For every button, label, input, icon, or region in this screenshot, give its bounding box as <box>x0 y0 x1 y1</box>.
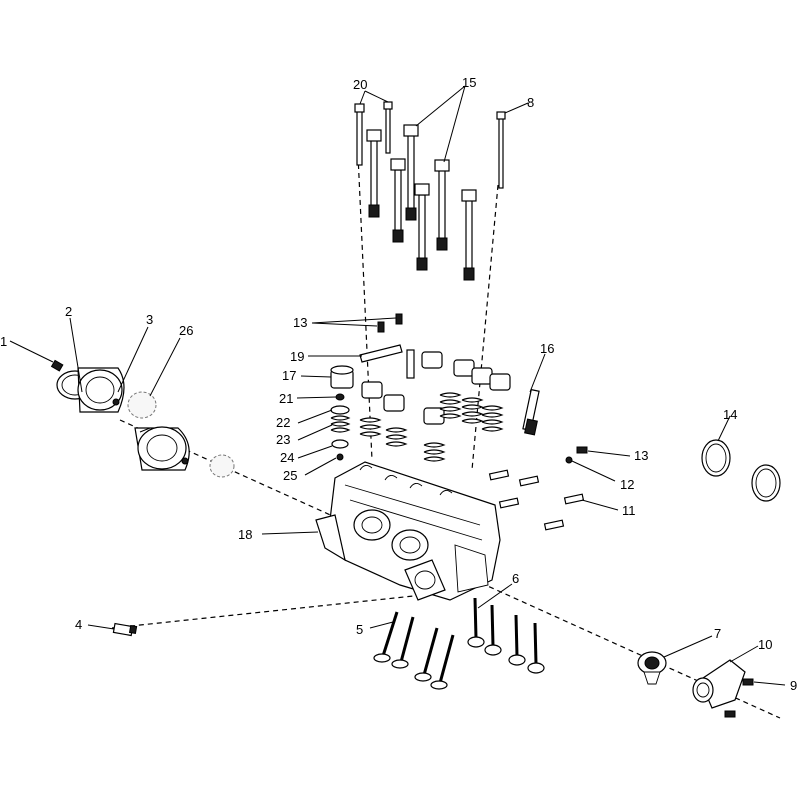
valve-train-stack-left <box>330 365 354 461</box>
bolt-15-4 <box>414 183 430 271</box>
gasket-lower <box>209 454 235 478</box>
bracket-19 <box>359 313 403 363</box>
bolt-15-3 <box>403 124 419 221</box>
studs-11 <box>488 469 585 531</box>
gasket-26 <box>127 391 157 419</box>
valve-springs <box>359 392 504 462</box>
callout-21: 21 <box>279 391 293 406</box>
callout-10: 10 <box>758 637 772 652</box>
callout-3: 3 <box>146 312 153 327</box>
callout-7: 7 <box>714 626 721 641</box>
bolt-1 <box>50 359 64 372</box>
callout-14: 14 <box>723 407 737 422</box>
thermostat-housing-lower <box>134 426 190 471</box>
callout-15: 15 <box>462 75 476 90</box>
bolt-8 <box>496 111 506 189</box>
bolts-9 <box>724 678 754 718</box>
bolt-15-2 <box>390 158 406 243</box>
callout-1: 1 <box>0 334 7 349</box>
bolt-13-right <box>565 446 588 464</box>
callout-6: 6 <box>512 571 519 586</box>
cylinder-head-18 <box>315 461 501 601</box>
callout-5: 5 <box>356 622 363 637</box>
thermostat-housing-upper <box>56 367 125 413</box>
callout-11: 11 <box>622 503 636 518</box>
callout-4: 4 <box>75 617 82 632</box>
valve-tappets-upper <box>361 351 511 425</box>
thermostat-7 <box>637 651 667 685</box>
callout-26: 26 <box>179 323 193 338</box>
bolt-15-5 <box>434 159 450 251</box>
callout-24: 24 <box>280 450 294 465</box>
callout-22: 22 <box>276 415 290 430</box>
callout-20: 20 <box>353 77 367 92</box>
valves-5 <box>373 611 455 690</box>
bolt-20-right <box>383 101 393 154</box>
head-bolts <box>354 101 506 281</box>
bolt-15-6 <box>461 189 477 281</box>
callout-9: 9 <box>790 678 797 693</box>
sensor-near-19 <box>406 349 415 379</box>
callout-17: 17 <box>282 368 296 383</box>
callout-18: 18 <box>238 527 252 542</box>
o-rings-14 <box>701 439 781 502</box>
callout-25: 25 <box>283 468 297 483</box>
callout-19: 19 <box>290 349 304 364</box>
callout-labels: 1 2 3 26 4 5 6 7 8 9 10 11 12 13 13 14 1… <box>0 75 797 693</box>
valves-6 <box>467 597 545 674</box>
callout-2: 2 <box>65 304 72 319</box>
callout-12: 12 <box>620 477 634 492</box>
bolt-20-left <box>354 103 365 166</box>
callout-13-right: 13 <box>634 448 648 463</box>
callout-23: 23 <box>276 432 290 447</box>
bolt-15-1 <box>366 129 382 218</box>
callout-8: 8 <box>527 95 534 110</box>
temp-sensor-4 <box>112 622 138 637</box>
callout-16: 16 <box>540 341 554 356</box>
leader-lines <box>9 85 786 686</box>
spark-plug-16 <box>522 388 540 436</box>
water-outlet-10 <box>692 659 746 709</box>
callout-13-top: 13 <box>293 315 307 330</box>
